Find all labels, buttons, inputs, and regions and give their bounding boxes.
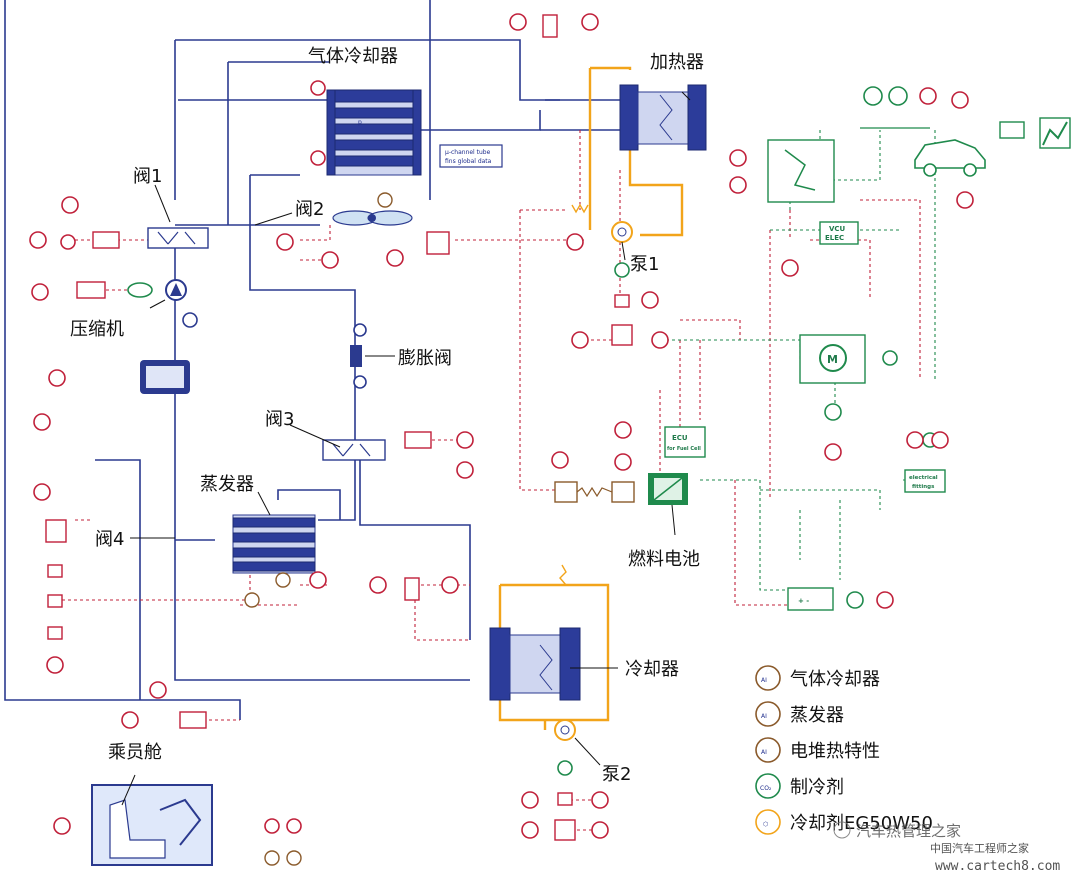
svg-text:VCU: VCU: [829, 225, 846, 233]
label-cabin: 乘员舱: [108, 742, 162, 763]
svg-text:fins global data: fins global data: [445, 158, 492, 165]
svg-text:fittings: fittings: [912, 484, 935, 490]
label-cooler: 冷却器: [625, 659, 679, 680]
coolant-lines: [498, 66, 684, 730]
valve-1: [147, 227, 209, 249]
watermark: 汽车热管理之家 中国汽车工程师之家 www.cartech8.com: [833, 821, 1060, 874]
pump-1: [611, 221, 633, 346]
label-pump2: 泵2: [602, 764, 631, 785]
svg-text:冷却剂EG50W50: 冷却剂EG50W50: [790, 813, 933, 834]
motor: M: [799, 334, 866, 384]
label-valve2: 阀2: [295, 199, 324, 220]
svg-text:汽车热管理之家: 汽车热管理之家: [856, 822, 961, 840]
refrigerant-lines: [4, 0, 620, 720]
battery: + -: [787, 587, 834, 611]
svg-text:AI: AI: [761, 677, 767, 684]
label-gas-cooler: 气体冷却器: [308, 46, 398, 67]
svg-text:中国汽车工程师之家: 中国汽车工程师之家: [930, 841, 1029, 855]
legend-item: AI 电堆热特性: [755, 737, 880, 763]
electrical-fittings-box: electrical fittings: [904, 469, 946, 493]
component-labels: 气体冷却器 加热器 阀1 阀2 压缩机 膨胀阀 泵1 阀3 蒸发器 阀4 燃料电…: [70, 46, 704, 785]
compressor: [76, 279, 187, 301]
svg-text:气体冷却器: 气体冷却器: [790, 669, 880, 690]
label-expansion-valve: 膨胀阀: [398, 348, 452, 369]
driver-sensors: [860, 86, 938, 448]
svg-text:制冷剂: 制冷剂: [790, 777, 844, 798]
svg-text:M: M: [827, 353, 838, 366]
uchannel-data-box: μ-channel tube fins global data: [439, 144, 503, 168]
road-terrain-box: [999, 117, 1071, 149]
svg-text:AI: AI: [761, 749, 767, 756]
legend: AI 气体冷却器 AI 蒸发器 AI 电堆热特性 CO₂ 制冷剂 ⬡ 冷却剂EG…: [755, 665, 933, 835]
valve-3: [322, 439, 386, 461]
svg-text:www.cartech8.com: www.cartech8.com: [935, 859, 1060, 874]
fuel-cell: ECU for Fuel Cell: [554, 203, 706, 586]
fan-icon: [332, 210, 413, 226]
label-fuel-cell: 燃料电池: [628, 549, 700, 570]
legend-item: ⬡ 冷却剂EG50W50: [755, 809, 933, 835]
svg-text:AI: AI: [761, 713, 767, 720]
accumulator: [140, 360, 190, 394]
label-leaders: [121, 91, 691, 806]
legend-item: CO₂ 制冷剂: [755, 773, 844, 799]
label-pump1: 泵1: [630, 254, 659, 275]
label-valve1: 阀1: [133, 166, 162, 187]
label-evaporator: 蒸发器: [200, 474, 254, 495]
label-valve3: 阀3: [265, 409, 294, 430]
expansion-valve: [350, 323, 367, 389]
svg-text:ELEC: ELEC: [825, 234, 844, 242]
svg-text:electrical: electrical: [909, 475, 938, 481]
vcu-controller: VCU ELEC: [767, 139, 859, 245]
label-heater: 加热器: [650, 52, 704, 73]
sensor-markers: [29, 13, 974, 866]
label-valve4: 阀4: [95, 529, 124, 550]
svg-text:⬡: ⬡: [763, 821, 768, 828]
gas-cooler: p: [326, 89, 422, 176]
svg-text:for Fuel Cell: for Fuel Cell: [667, 446, 701, 452]
svg-text:+ -: + -: [798, 597, 809, 605]
label-compressor: 压缩机: [70, 319, 124, 340]
svg-text:p: p: [358, 119, 362, 126]
legend-item: AI 气体冷却器: [755, 665, 880, 691]
evaporator: [232, 514, 316, 574]
svg-text:ECU: ECU: [672, 434, 688, 442]
car-icon: [914, 139, 986, 177]
pump-2: [554, 719, 576, 841]
svg-text:CO₂: CO₂: [760, 785, 772, 792]
svg-text:μ-channel tube: μ-channel tube: [445, 149, 491, 156]
svg-text:电堆热特性: 电堆热特性: [790, 741, 880, 762]
passenger-cabin: [91, 784, 213, 866]
svg-text:蒸发器: 蒸发器: [790, 705, 844, 726]
heater: [619, 84, 707, 151]
cooler: [489, 627, 581, 701]
legend-item: AI 蒸发器: [755, 701, 844, 727]
